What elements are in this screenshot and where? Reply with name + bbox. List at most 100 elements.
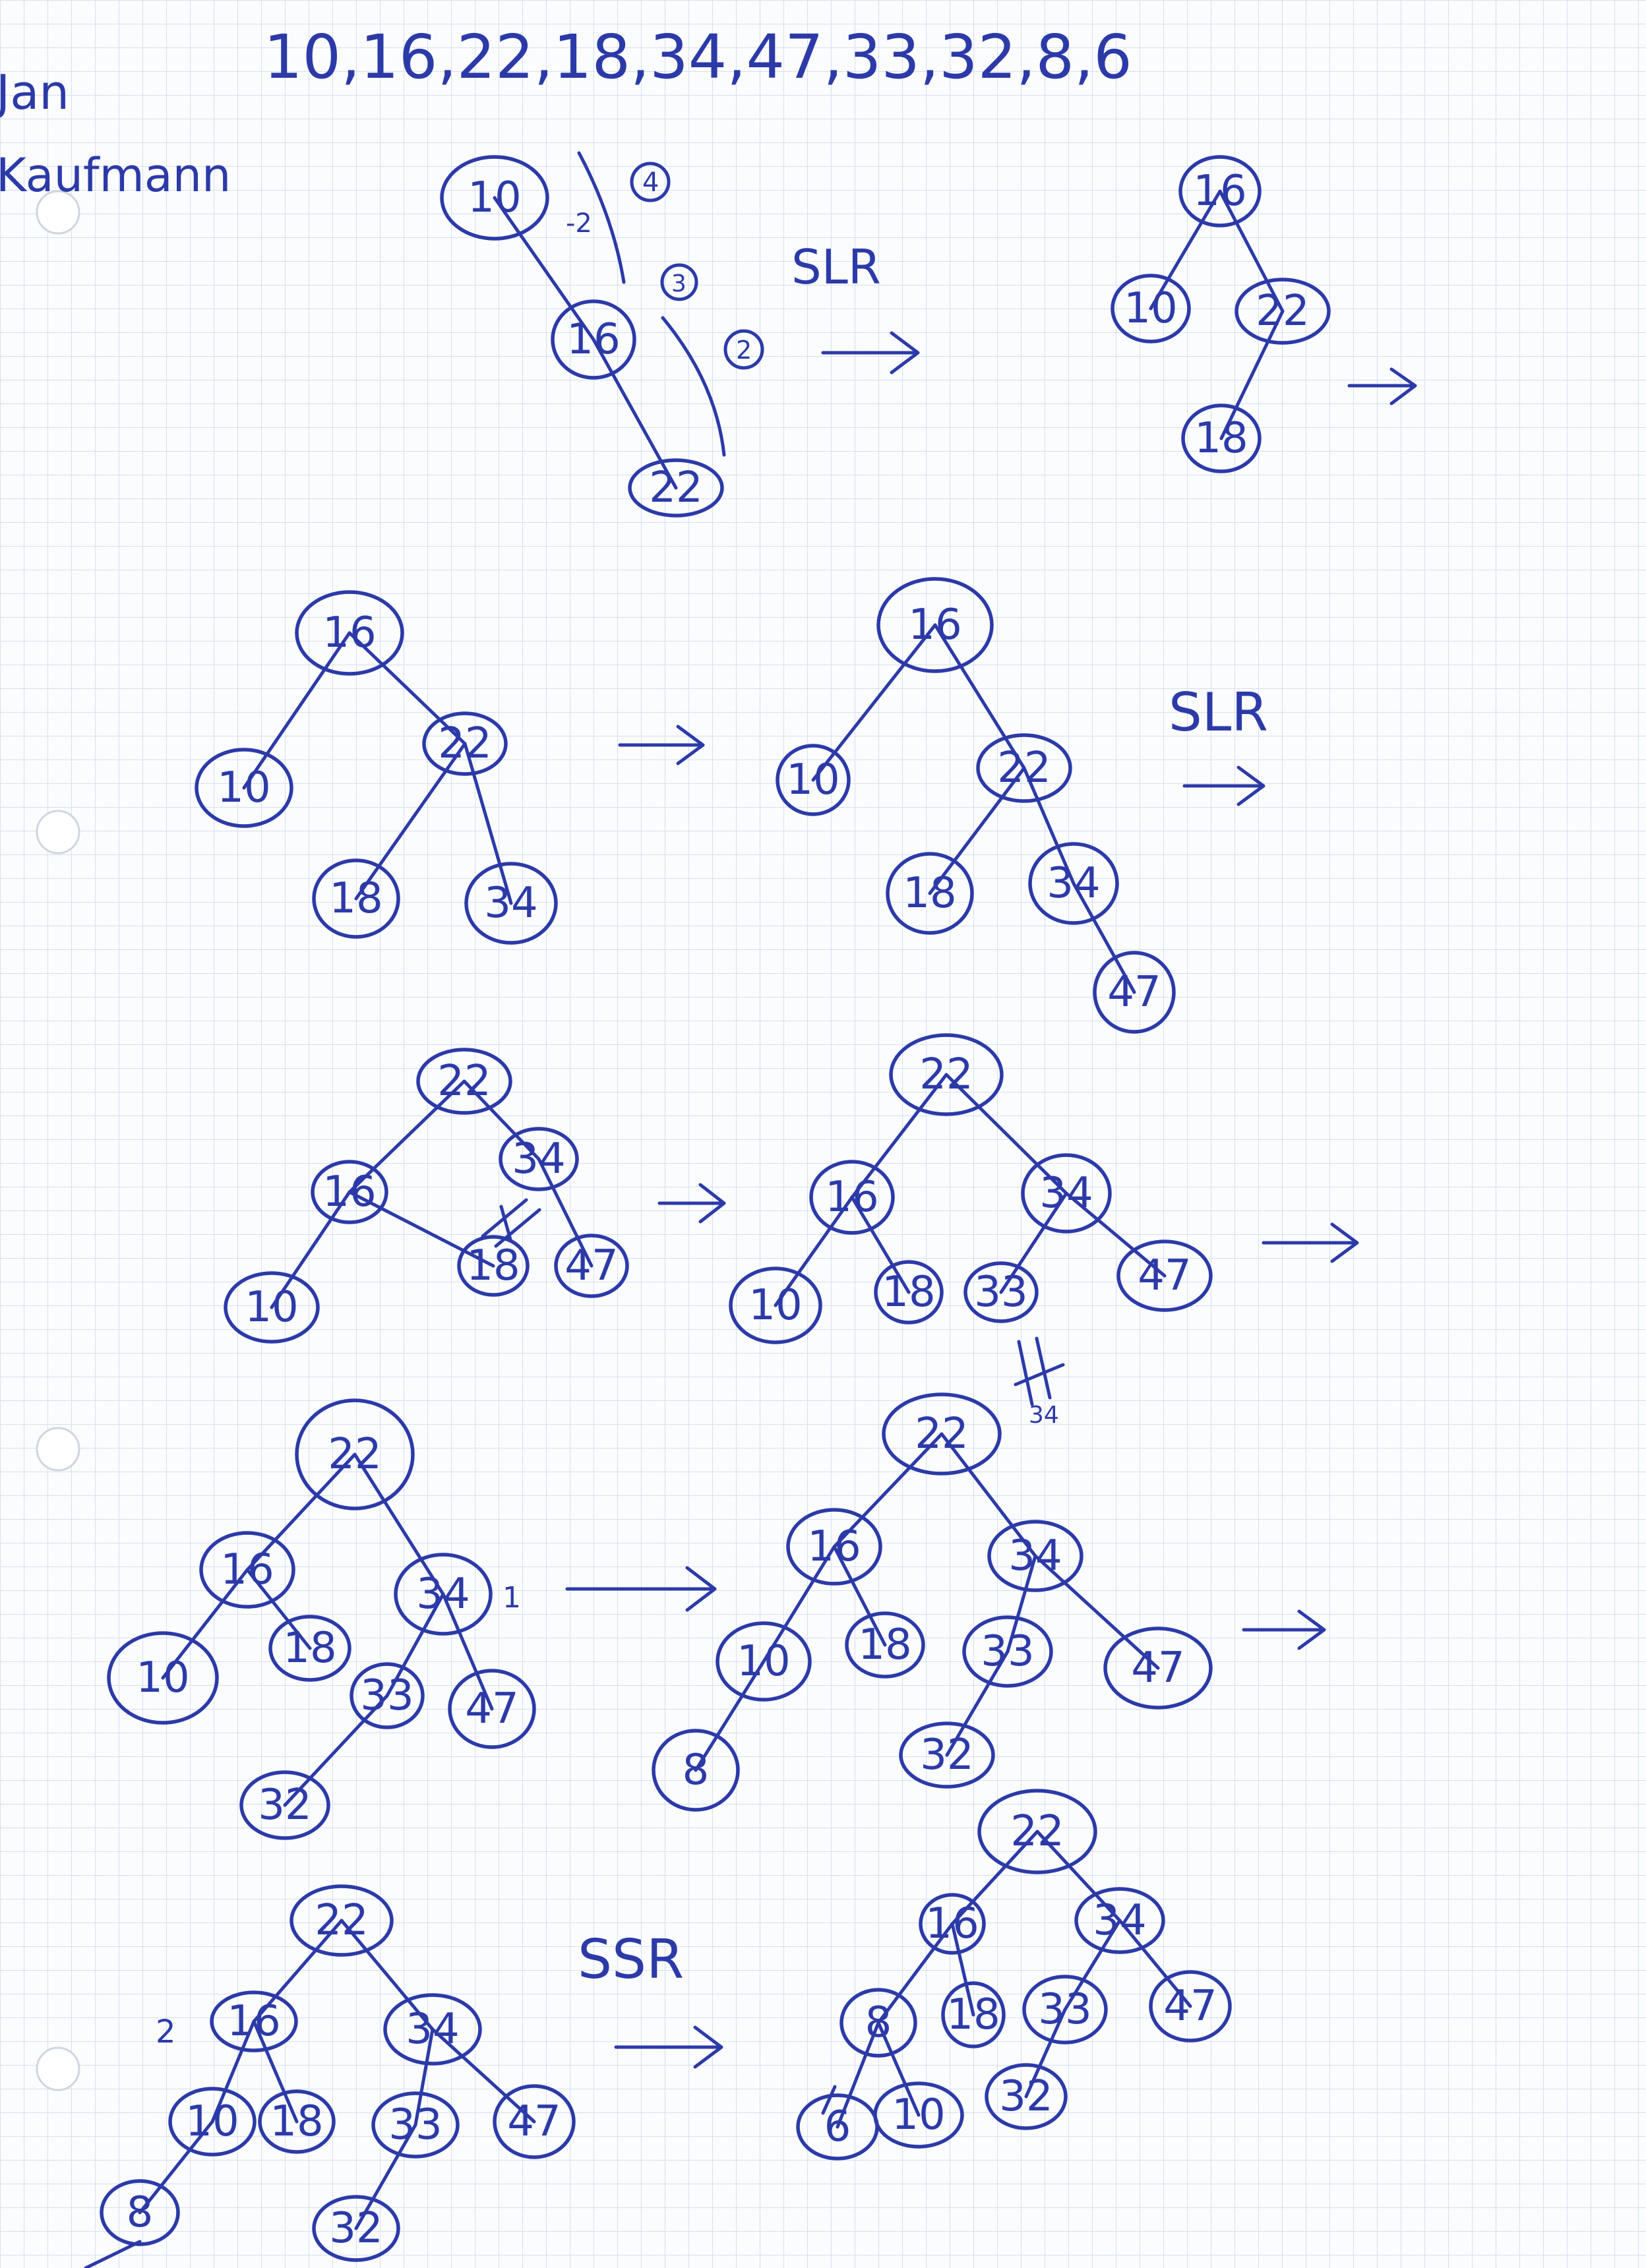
tree-edge <box>1024 2008 1067 2099</box>
tree-edge <box>850 1073 948 1199</box>
node-circle <box>1181 403 1262 473</box>
tree-node: 22 <box>295 1398 415 1510</box>
node-value: 22 <box>315 1896 368 1945</box>
rotation-label: SSR <box>578 1928 684 1991</box>
node-value: 34 <box>512 1135 565 1183</box>
tree-edge <box>348 1190 495 1268</box>
node-value: 10 <box>786 756 839 804</box>
node-value: 33 <box>360 1671 413 1720</box>
node-circle <box>239 1770 330 1840</box>
node-circle <box>295 1398 415 1510</box>
node-value: 47 <box>1163 1982 1217 2031</box>
node-value: 33 <box>1038 1985 1091 2034</box>
pen-strokes: 34 <box>84 151 1417 2268</box>
tree-node: 32 <box>312 2195 400 2262</box>
tree-edge <box>537 1157 594 1268</box>
node-circle <box>107 1631 219 1725</box>
tree-node: 34 <box>499 1127 579 1191</box>
arrow-right <box>614 2025 723 2069</box>
tree-edge <box>210 2019 256 2124</box>
node-value: 34 <box>416 1570 470 1619</box>
author-first-name: Jan <box>0 65 69 120</box>
tree-node: 34 <box>1074 1887 1165 1954</box>
tree-node: 32 <box>985 2063 1068 2130</box>
node-circle <box>268 1615 351 1682</box>
rotation-label: SLR <box>1169 682 1268 743</box>
tree-node: 47 <box>1149 1970 1232 2043</box>
edge-tail <box>84 2240 142 2268</box>
node-value: 32 <box>329 2204 382 2253</box>
node-circle <box>295 590 404 676</box>
node-value: 32 <box>258 1781 311 1830</box>
tree-edge <box>138 2120 214 2215</box>
node-circle <box>311 1160 388 1224</box>
tree-node: 22 <box>977 1789 1097 1874</box>
node-circle <box>987 1520 1083 1592</box>
node-circle <box>845 1611 925 1679</box>
node-circle <box>100 2179 180 2246</box>
node-value: 22 <box>915 1410 968 1458</box>
node-value: 34 <box>406 2005 459 2054</box>
tree-node: 22 <box>882 1392 1002 1476</box>
arrow-right <box>821 331 920 374</box>
tree-edge <box>1022 766 1076 885</box>
tree-edge <box>354 2123 417 2230</box>
tree-node: 47 <box>1116 1239 1213 1312</box>
node-value: 18 <box>882 1268 935 1317</box>
tree-node: 16 <box>919 1893 986 1955</box>
node-circle <box>440 155 549 241</box>
node-value: 34 <box>484 879 537 928</box>
node-circle <box>889 1033 1004 1116</box>
node-value: 47 <box>507 2097 561 2146</box>
arrow-right <box>618 725 705 765</box>
tree-edge <box>1118 1919 1192 2008</box>
node-circle <box>1149 1970 1232 2043</box>
node-value: 34 <box>1047 859 1100 908</box>
tree-edge <box>348 1079 466 1194</box>
tree-edge <box>242 631 351 790</box>
tree-node: 18 <box>874 1260 944 1325</box>
tree-edge <box>340 1919 435 2031</box>
node-circle <box>199 1531 295 1609</box>
tree-node: 22 <box>290 1884 394 1957</box>
node-circle <box>899 1721 995 1789</box>
node-value: 18 <box>1194 414 1248 463</box>
node-circle <box>457 1235 530 1297</box>
node-value: 16 <box>322 609 376 657</box>
node-value: 34 <box>1093 1896 1146 1945</box>
node-circle <box>464 862 558 945</box>
tree-node: 47 <box>1093 951 1176 1034</box>
tree-edge <box>1006 1554 1037 1654</box>
binder-hole <box>36 1427 80 1472</box>
tree-node: 47 <box>554 1234 629 1298</box>
arrow-right <box>1347 367 1417 405</box>
tree-node: 6 <box>796 2093 879 2161</box>
tree-node: 34 <box>987 1520 1083 1592</box>
node-circle <box>210 1990 298 2052</box>
tree-node: 18 <box>258 2089 336 2154</box>
tree-edge <box>933 623 1026 770</box>
tree-node: 22 <box>976 733 1072 803</box>
step-label: 3 <box>671 270 686 297</box>
step-label: 4 <box>642 167 659 198</box>
node-value: 10 <box>737 1637 790 1686</box>
node-value: 16 <box>322 1168 376 1216</box>
tree-edge <box>774 1195 854 1307</box>
arrow-right <box>565 1566 717 1612</box>
step-circle <box>723 329 764 370</box>
tree-node: 33 <box>371 2091 460 2159</box>
node-circle <box>383 1993 482 2066</box>
tree-edge <box>1033 1554 1160 1670</box>
node-value: 16 <box>807 1522 861 1571</box>
tree-node: 33 <box>962 1615 1053 1688</box>
node-circle <box>448 1669 536 1749</box>
node-circle <box>809 1160 895 1235</box>
arrow-right <box>657 1183 726 1224</box>
tree-node: 47 <box>493 2084 576 2159</box>
tree-edge <box>694 1659 766 1772</box>
node-circle <box>1111 274 1191 343</box>
node-value: 8 <box>683 1746 710 1795</box>
node-circle <box>786 1508 882 1586</box>
tree-node: 33 <box>963 1261 1039 1323</box>
